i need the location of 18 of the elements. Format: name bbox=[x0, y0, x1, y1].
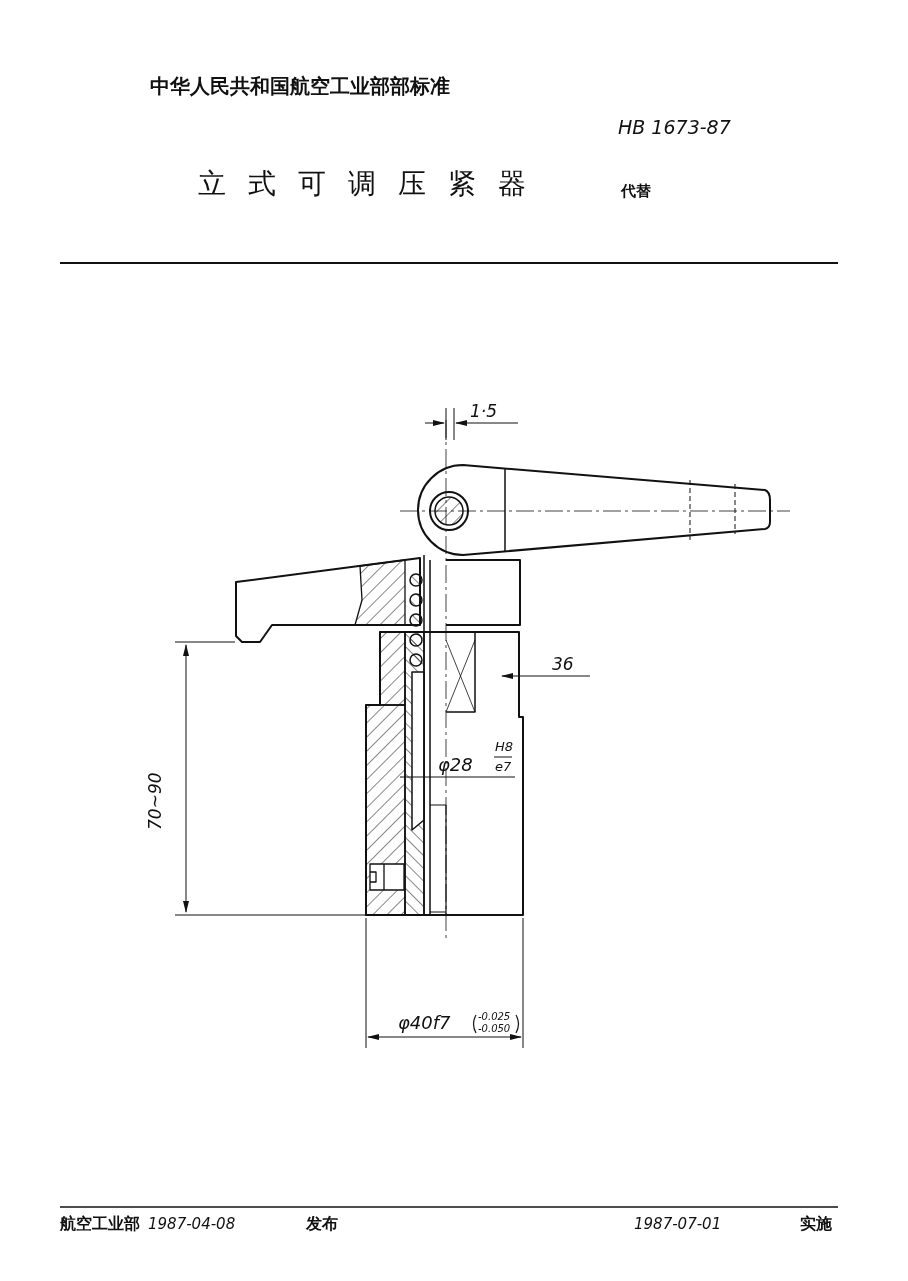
replaces-label: 代替 bbox=[621, 184, 651, 199]
dimension-label: 1·5 bbox=[470, 403, 498, 420]
issuer-label: 航空工业部 bbox=[60, 1216, 140, 1232]
dimension-label: φ40f7 bbox=[398, 1014, 451, 1032]
tolerance-label: -0.025 bbox=[478, 1012, 511, 1022]
dimension-label: 70~90 bbox=[147, 772, 164, 830]
standard-header: 中华人民共和国航空工业部部标准 bbox=[150, 76, 450, 96]
standard-number: HB 1673-87 bbox=[618, 118, 731, 137]
dimension-label: 36 bbox=[552, 656, 574, 673]
document-title: 立式可调压紧器 bbox=[198, 170, 548, 198]
issued-label: 发布 bbox=[306, 1216, 338, 1232]
date-label: 1987-07-01 bbox=[634, 1217, 722, 1232]
date-label: 1987-04-08 bbox=[148, 1217, 236, 1232]
dimension-label: φ28 bbox=[438, 756, 473, 774]
tolerance-label: e7 bbox=[495, 760, 512, 773]
effective-label: 实施 bbox=[800, 1216, 832, 1232]
tolerance-label: H8 bbox=[495, 740, 514, 753]
tolerance-label: -0.050 bbox=[478, 1024, 511, 1034]
